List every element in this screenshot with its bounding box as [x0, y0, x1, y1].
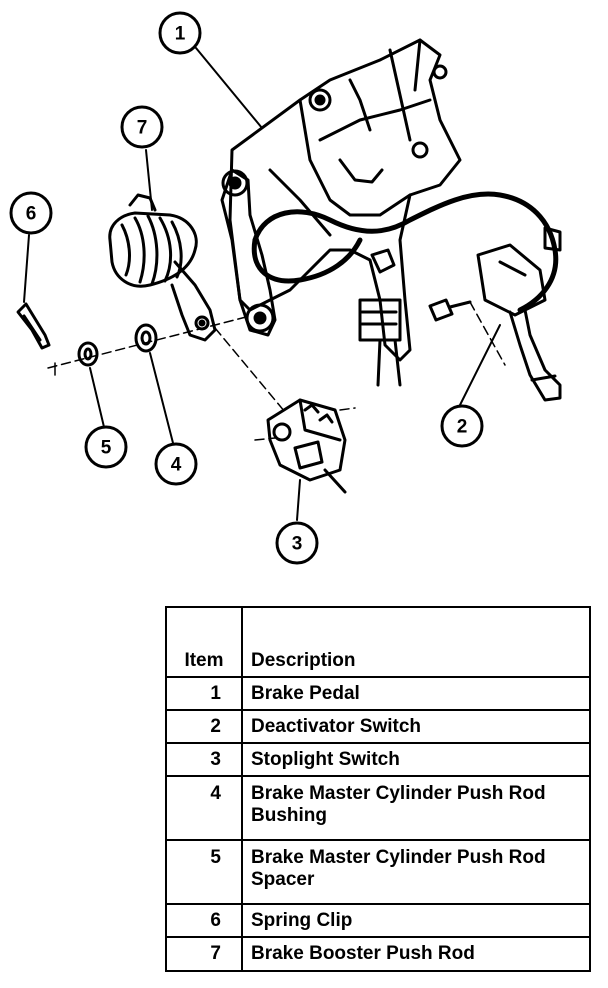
- legend-item-description: Stoplight Switch: [241, 742, 591, 777]
- legend-item-description: Brake Pedal: [241, 676, 591, 711]
- callout-number-5: 5: [101, 438, 112, 459]
- leader-line-5: [89, 367, 105, 428]
- deactivator-switch: [476, 243, 562, 402]
- callout-number-7: 7: [137, 118, 148, 139]
- stoplight-switch: [266, 398, 347, 494]
- legend-row: 6 Spring Clip: [165, 903, 591, 938]
- callout-circle-4: [154, 442, 198, 486]
- bolt-axis-line: [469, 301, 506, 366]
- legend-item-number: 7: [165, 936, 243, 972]
- switch-axis-line: [214, 327, 286, 413]
- harness-connector: [370, 226, 562, 274]
- legend-item-description: Brake Master Cylinder Push Rod Bushing: [241, 775, 591, 841]
- legend-item-number: 3: [165, 742, 243, 777]
- legend-header-row: Item Description: [165, 606, 591, 678]
- callout-number-2: 2: [457, 417, 468, 438]
- callout-number-4: 4: [171, 455, 182, 476]
- assembly-axis-line: [47, 315, 251, 369]
- legend-row: 2 Deactivator Switch: [165, 709, 591, 744]
- callout-circle-1: [158, 11, 202, 55]
- leader-line-2: [459, 324, 501, 406]
- switch-axis-line-left: [254, 437, 276, 441]
- push-rod-bushing: [134, 323, 158, 353]
- switch-axis-line-right: [339, 407, 356, 411]
- legend-item-description: Brake Master Cylinder Push Rod Spacer: [241, 839, 591, 905]
- callout-circle-7: [120, 105, 164, 149]
- legend-header-item: Item: [165, 606, 243, 678]
- legend-item-description: Deactivator Switch: [241, 709, 591, 744]
- legend-header-description: Description: [241, 606, 591, 678]
- legend-item-description: Spring Clip: [241, 903, 591, 938]
- callout-circle-2: [440, 404, 484, 448]
- legend-row: 3 Stoplight Switch: [165, 742, 591, 777]
- push-rod-spacer: [77, 341, 99, 367]
- leader-line-6: [23, 234, 30, 303]
- legend-item-description: Brake Booster Push Rod: [241, 936, 591, 972]
- brake-pedal-arm: [220, 168, 277, 337]
- brake-pedal-assembly-diagram: 1 2 3 4 5 6 7: [9, 11, 562, 565]
- parts-legend-table: Item Description 1 Brake Pedal 2 Deactiv…: [165, 606, 591, 972]
- callout-circle-3: [275, 521, 319, 565]
- leader-line-4: [149, 352, 174, 444]
- callout-circle-6: [9, 191, 53, 235]
- legend-row: 1 Brake Pedal: [165, 676, 591, 711]
- mounting-bolt: [428, 298, 472, 322]
- spring-clip: [16, 302, 51, 350]
- leader-line-7: [145, 149, 153, 211]
- legend-row: 5 Brake Master Cylinder Push Rod Spacer: [165, 839, 591, 905]
- callout-number-1: 1: [175, 24, 186, 45]
- legend-item-number: 5: [165, 839, 243, 905]
- pedal-support-bracket: [228, 38, 462, 387]
- legend-item-number: 2: [165, 709, 243, 744]
- brake-booster-push-rod: [108, 193, 217, 342]
- callout-circle-5: [84, 425, 128, 469]
- leader-line-3: [296, 479, 301, 521]
- callout-number-3: 3: [292, 534, 303, 555]
- legend-row: 7 Brake Booster Push Rod: [165, 936, 591, 972]
- legend-item-number: 1: [165, 676, 243, 711]
- legend-item-number: 4: [165, 775, 243, 841]
- legend-row: 4 Brake Master Cylinder Push Rod Bushing: [165, 775, 591, 841]
- legend-item-number: 6: [165, 903, 243, 938]
- callout-number-6: 6: [26, 204, 37, 225]
- leader-line-1: [195, 47, 263, 129]
- wiring-harness: [251, 191, 559, 313]
